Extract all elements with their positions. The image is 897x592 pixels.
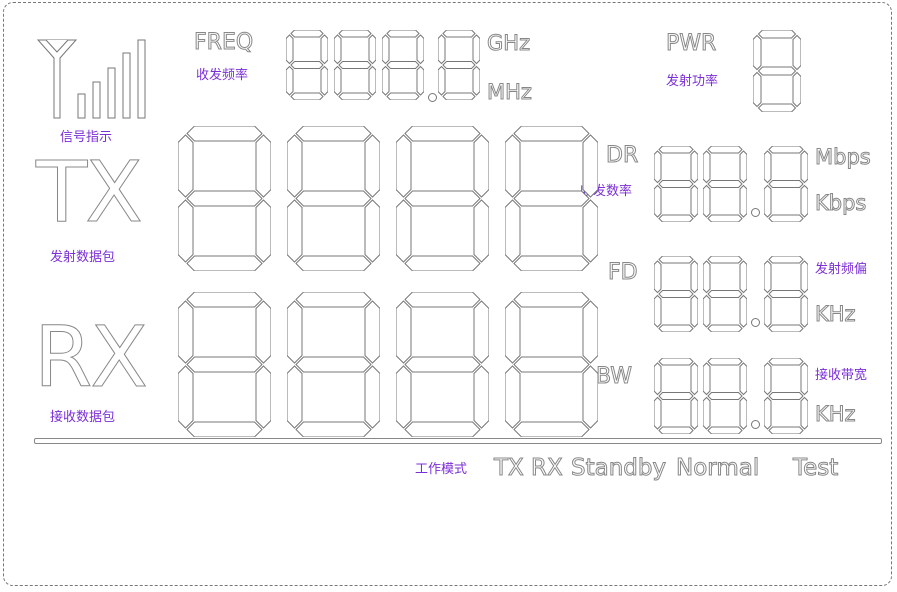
display-frame: [3, 2, 892, 586]
mode-rx: RX: [531, 455, 564, 481]
divider-bar: [34, 438, 882, 444]
freq-unit-mhz: MHz: [487, 80, 533, 104]
dr-unit-mbps: Mbps: [815, 145, 872, 169]
tx-title: TX: [36, 143, 144, 241]
freq-digit-3: [382, 30, 424, 100]
bw-digit-1: [654, 358, 698, 434]
fd-title: FD: [608, 260, 639, 285]
dr-unit-kbps: Kbps: [814, 191, 867, 215]
pwr-digit: [753, 30, 801, 112]
mode-test: Test: [792, 455, 839, 481]
fd-decimal-point: [751, 318, 760, 327]
dr-decimal-point: [751, 208, 760, 217]
freq-label: 收发频率: [196, 68, 249, 83]
freq-title: FREQ: [193, 30, 254, 55]
dr-digit-1: [654, 146, 698, 222]
dr-digit-2: [703, 146, 747, 222]
freq-digit-4: [438, 30, 480, 100]
bw-decimal-point: [751, 420, 760, 429]
freq-digit-2: [334, 30, 376, 100]
rx-digit-2: [287, 292, 380, 437]
mode-normal: Normal: [675, 455, 760, 481]
fd-unit: KHz: [815, 302, 857, 326]
bw-title: BW: [595, 364, 633, 389]
tx-digit-4: [505, 126, 598, 271]
pwr-title: PWR: [665, 31, 717, 56]
fd-label: 发射频偏: [815, 262, 868, 277]
rx-title: RX: [34, 308, 149, 406]
freq-digit-1: [286, 30, 328, 100]
dr-digit-3: [764, 146, 808, 222]
fd-digit-2: [703, 256, 747, 332]
freq-unit-ghz: GHz: [486, 31, 531, 55]
tx-label: 发射数据包: [50, 250, 116, 265]
rx-digit-4: [505, 292, 598, 437]
mode-standby: Standby: [570, 455, 667, 481]
freq-decimal-point: [428, 93, 437, 102]
tx-digit-1: [178, 126, 271, 271]
rx-digit-1: [178, 292, 271, 437]
signal-label: 信号指示: [60, 130, 113, 145]
rx-digit-3: [396, 292, 489, 437]
signal-bars-icon: [36, 39, 146, 119]
bw-digit-3: [764, 358, 808, 434]
bw-digit-2: [703, 358, 747, 434]
fd-digit-3: [764, 256, 808, 332]
bw-label: 接收带宽: [815, 368, 868, 383]
fd-digit-1: [654, 256, 698, 332]
dr-title: DR: [605, 143, 639, 168]
bw-unit: KHz: [815, 402, 857, 426]
rx-label: 接收数据包: [50, 410, 116, 425]
tx-digit-2: [287, 126, 380, 271]
pwr-label: 发射功率: [666, 74, 719, 89]
tx-digit-3: [396, 126, 489, 271]
mode-tx: TX: [494, 455, 525, 481]
mode-label: 工作模式: [415, 462, 468, 477]
